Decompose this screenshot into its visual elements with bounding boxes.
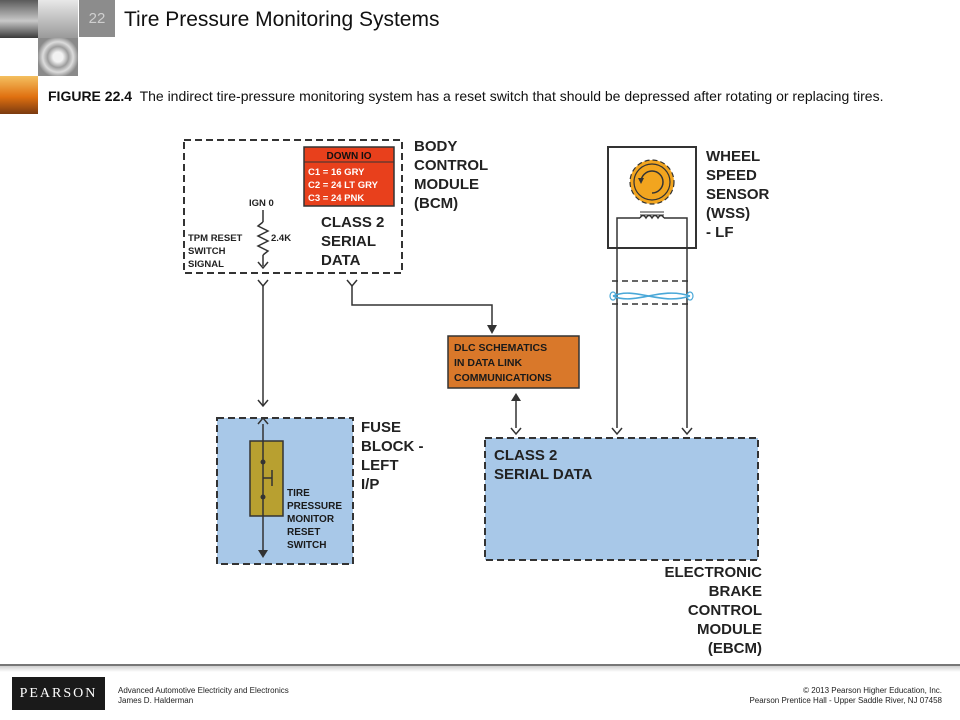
footer-divider: [0, 664, 960, 666]
bcm-connector-line-3: C3 = 24 PNK: [308, 193, 364, 204]
wss-label-line-1: WHEEL: [706, 148, 760, 165]
bcm-label-line-4: (BCM): [414, 195, 458, 212]
dlc-box: [447, 335, 580, 389]
page-title: Tire Pressure Monitoring Systems: [124, 8, 440, 31]
wss-label-line-4: (WSS): [706, 205, 750, 222]
fuse-block-label-line-2: BLOCK -: [361, 438, 424, 455]
switch-label-line-4: RESET: [287, 527, 320, 538]
figure-label: FIGURE 22.4: [48, 88, 133, 104]
dlc-label-line-3: COMMUNICATIONS: [454, 372, 552, 384]
footer-author: James D. Halderman: [118, 696, 194, 705]
footer-publisher: Pearson Prentice Hall - Upper Saddle Riv…: [749, 696, 942, 705]
switch-label-line-5: SWITCH: [287, 540, 326, 551]
ebcm-label-line-2: BRAKE: [709, 583, 762, 600]
ebcm-label-line-5: (EBCM): [708, 640, 762, 657]
wheel-thumbnail: [38, 38, 78, 76]
footer-book-title: Advanced Automotive Electricity and Elec…: [118, 686, 289, 695]
bcm-serial-line-2: SERIAL: [321, 233, 376, 250]
wss-coil-icon: [639, 214, 665, 220]
bcm-connector-box: [303, 146, 395, 207]
bcm-label-line-2: CONTROL: [414, 157, 488, 174]
ebcm-serial-line-1: CLASS 2: [494, 447, 557, 464]
ebcm-label-line-3: CONTROL: [688, 602, 762, 619]
bcm-connector-line-2: C2 = 24 LT GRY: [308, 180, 379, 191]
bcm-label-line-1: BODY: [414, 138, 457, 155]
bcm-to-dlc-wire: [351, 286, 493, 328]
switch-label-line-1: TIRE: [287, 488, 310, 499]
tpm-label-line-2: SWITCH: [188, 246, 226, 257]
bcm-connector-line-1: C1 = 16 GRY: [308, 167, 365, 178]
switch-label-line-3: MONITOR: [287, 514, 335, 525]
figure-caption-text: The indirect tire-pressure monitoring sy…: [139, 88, 884, 104]
dlc-label-line-2: IN DATA LINK: [454, 357, 522, 369]
footer-copyright: © 2013 Pearson Higher Education, Inc.: [803, 686, 942, 695]
fuse-block-box: [216, 417, 354, 565]
footer-shadow: [0, 666, 960, 672]
wss-label-line-2: SPEED: [706, 167, 757, 184]
sports-car-thumbnail: [0, 76, 38, 114]
car-thumbnail-top: [0, 0, 38, 38]
twisted-pair-icon: [612, 292, 691, 300]
switch-label-line-2: PRESSURE: [287, 501, 342, 512]
bcm-serial-line-3: DATA: [321, 252, 361, 269]
wss-label-line-5: - LF: [706, 224, 734, 241]
figure-caption: FIGURE 22.4 The indirect tire-pressure m…: [48, 85, 884, 108]
tpm-label-line-1: TPM RESET: [188, 233, 243, 244]
wss-label-line-3: SENSOR: [706, 186, 770, 203]
dlc-label-line-1: DLC SCHEMATICS: [454, 342, 547, 354]
resistor-symbol: [256, 221, 270, 256]
car-grille-thumbnail: [38, 0, 78, 38]
bcm-serial-line-1: CLASS 2: [321, 214, 384, 231]
resistor-value: 2.4K: [271, 233, 291, 244]
tpm-label-line-3: SIGNAL: [188, 259, 224, 270]
fuse-block-label-line-1: FUSE: [361, 419, 401, 436]
ebcm-box: [484, 437, 759, 561]
fuse-block-label-line-4: I/P: [361, 476, 379, 493]
bcm-label-line-3: MODULE: [414, 176, 479, 193]
pearson-logo: PEARSON: [12, 677, 105, 710]
ign-label: IGN 0: [249, 198, 274, 209]
ebcm-label-line-1: ELECTRONIC: [665, 564, 763, 581]
fuse-block-label-line-3: LEFT: [361, 457, 399, 474]
ebcm-serial-line-2: SERIAL DATA: [494, 466, 593, 483]
bcm-connector-header: DOWN IO: [327, 151, 372, 162]
wss-sensor-gear-icon: [629, 159, 675, 205]
chapter-number: 22: [79, 0, 115, 37]
ebcm-label-line-4: MODULE: [697, 621, 762, 638]
